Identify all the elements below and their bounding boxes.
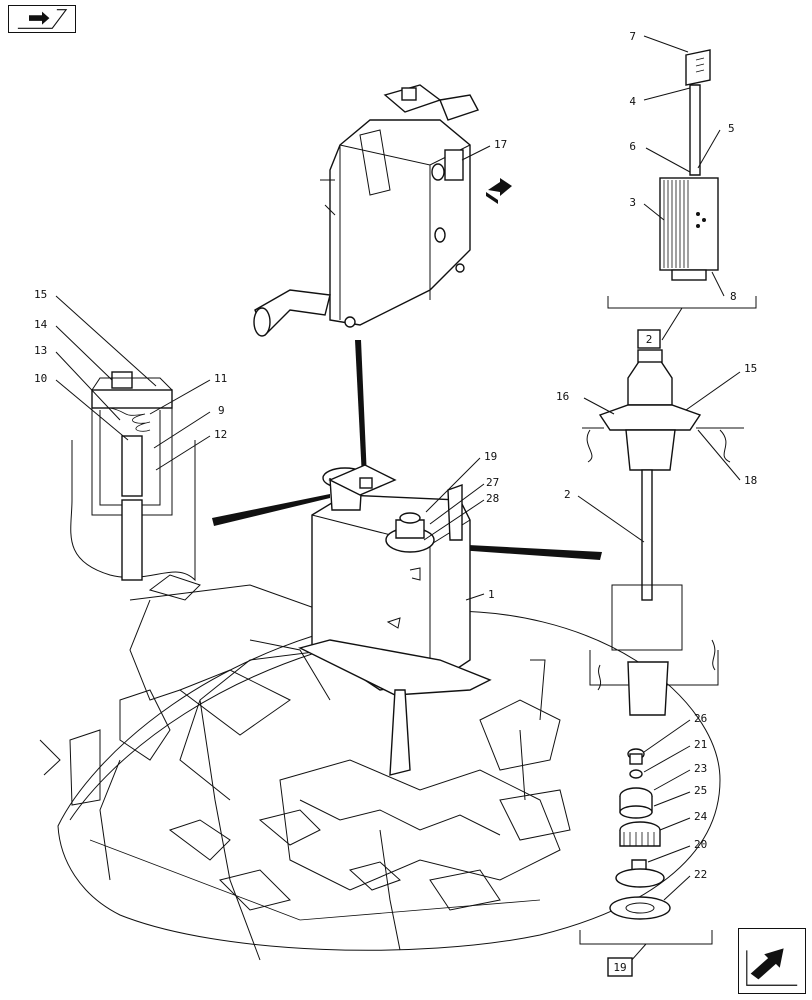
upper-frame-drawing bbox=[39, 574, 721, 961]
cap-cutaway-detail bbox=[70, 371, 196, 582]
leader-wedge bbox=[355, 340, 367, 478]
callout-28: 28 bbox=[486, 492, 499, 505]
callout-12: 12 bbox=[214, 428, 227, 441]
kit-box-filter: 2 bbox=[637, 329, 661, 349]
callout-27: 27 bbox=[486, 476, 499, 489]
callout-7: 7 bbox=[629, 30, 636, 43]
cap-parts-exploded bbox=[579, 748, 713, 963]
callout-15-left: 15 bbox=[34, 288, 47, 301]
callout-22: 22 bbox=[694, 868, 707, 881]
callout-8: 8 bbox=[730, 290, 737, 303]
previous-page-button[interactable] bbox=[8, 5, 76, 33]
callout-5: 5 bbox=[728, 122, 735, 135]
leader-wedge bbox=[212, 494, 330, 526]
fuel-tank-main bbox=[298, 464, 492, 776]
forward-arrow-icon bbox=[486, 178, 512, 204]
callout-16: 16 bbox=[556, 390, 569, 403]
callout-19: 19 bbox=[484, 450, 497, 463]
svg-text:2: 2 bbox=[646, 333, 653, 346]
callout-17: 17 bbox=[494, 138, 507, 151]
callout-4: 4 bbox=[629, 95, 636, 108]
callout-3: 3 bbox=[629, 196, 636, 209]
callout-2: 2 bbox=[564, 488, 571, 501]
next-page-button[interactable] bbox=[738, 928, 806, 994]
forward-arrow-icon bbox=[746, 948, 798, 986]
callout-6: 6 bbox=[629, 140, 636, 153]
leader-lines bbox=[55, 35, 741, 901]
callout-26: 26 bbox=[694, 712, 707, 725]
callout-1: 1 bbox=[488, 588, 495, 601]
callout-21: 21 bbox=[694, 738, 707, 751]
callout-14: 14 bbox=[34, 318, 48, 331]
callout-13: 13 bbox=[34, 344, 47, 357]
callout-24: 24 bbox=[694, 810, 708, 823]
tank-assembly-exploded bbox=[253, 84, 480, 337]
callout-23: 23 bbox=[694, 762, 707, 775]
callout-11: 11 bbox=[214, 372, 227, 385]
kit-box-cap: 19 bbox=[607, 957, 633, 977]
back-arrow-icon bbox=[17, 9, 68, 29]
callout-labels: 7 4 5 6 3 8 17 15 14 13 10 11 9 12 16 15… bbox=[34, 30, 757, 881]
callout-15-right: 15 bbox=[744, 362, 757, 375]
callout-9: 9 bbox=[218, 404, 225, 417]
filter-element-detail bbox=[607, 49, 757, 341]
leader-wedge bbox=[430, 543, 602, 560]
callout-10: 10 bbox=[34, 372, 47, 385]
cap-section-detail bbox=[582, 349, 744, 716]
svg-text:19: 19 bbox=[613, 961, 626, 974]
callout-18: 18 bbox=[744, 474, 757, 487]
callout-25: 25 bbox=[694, 784, 707, 797]
callout-20: 20 bbox=[694, 838, 707, 851]
